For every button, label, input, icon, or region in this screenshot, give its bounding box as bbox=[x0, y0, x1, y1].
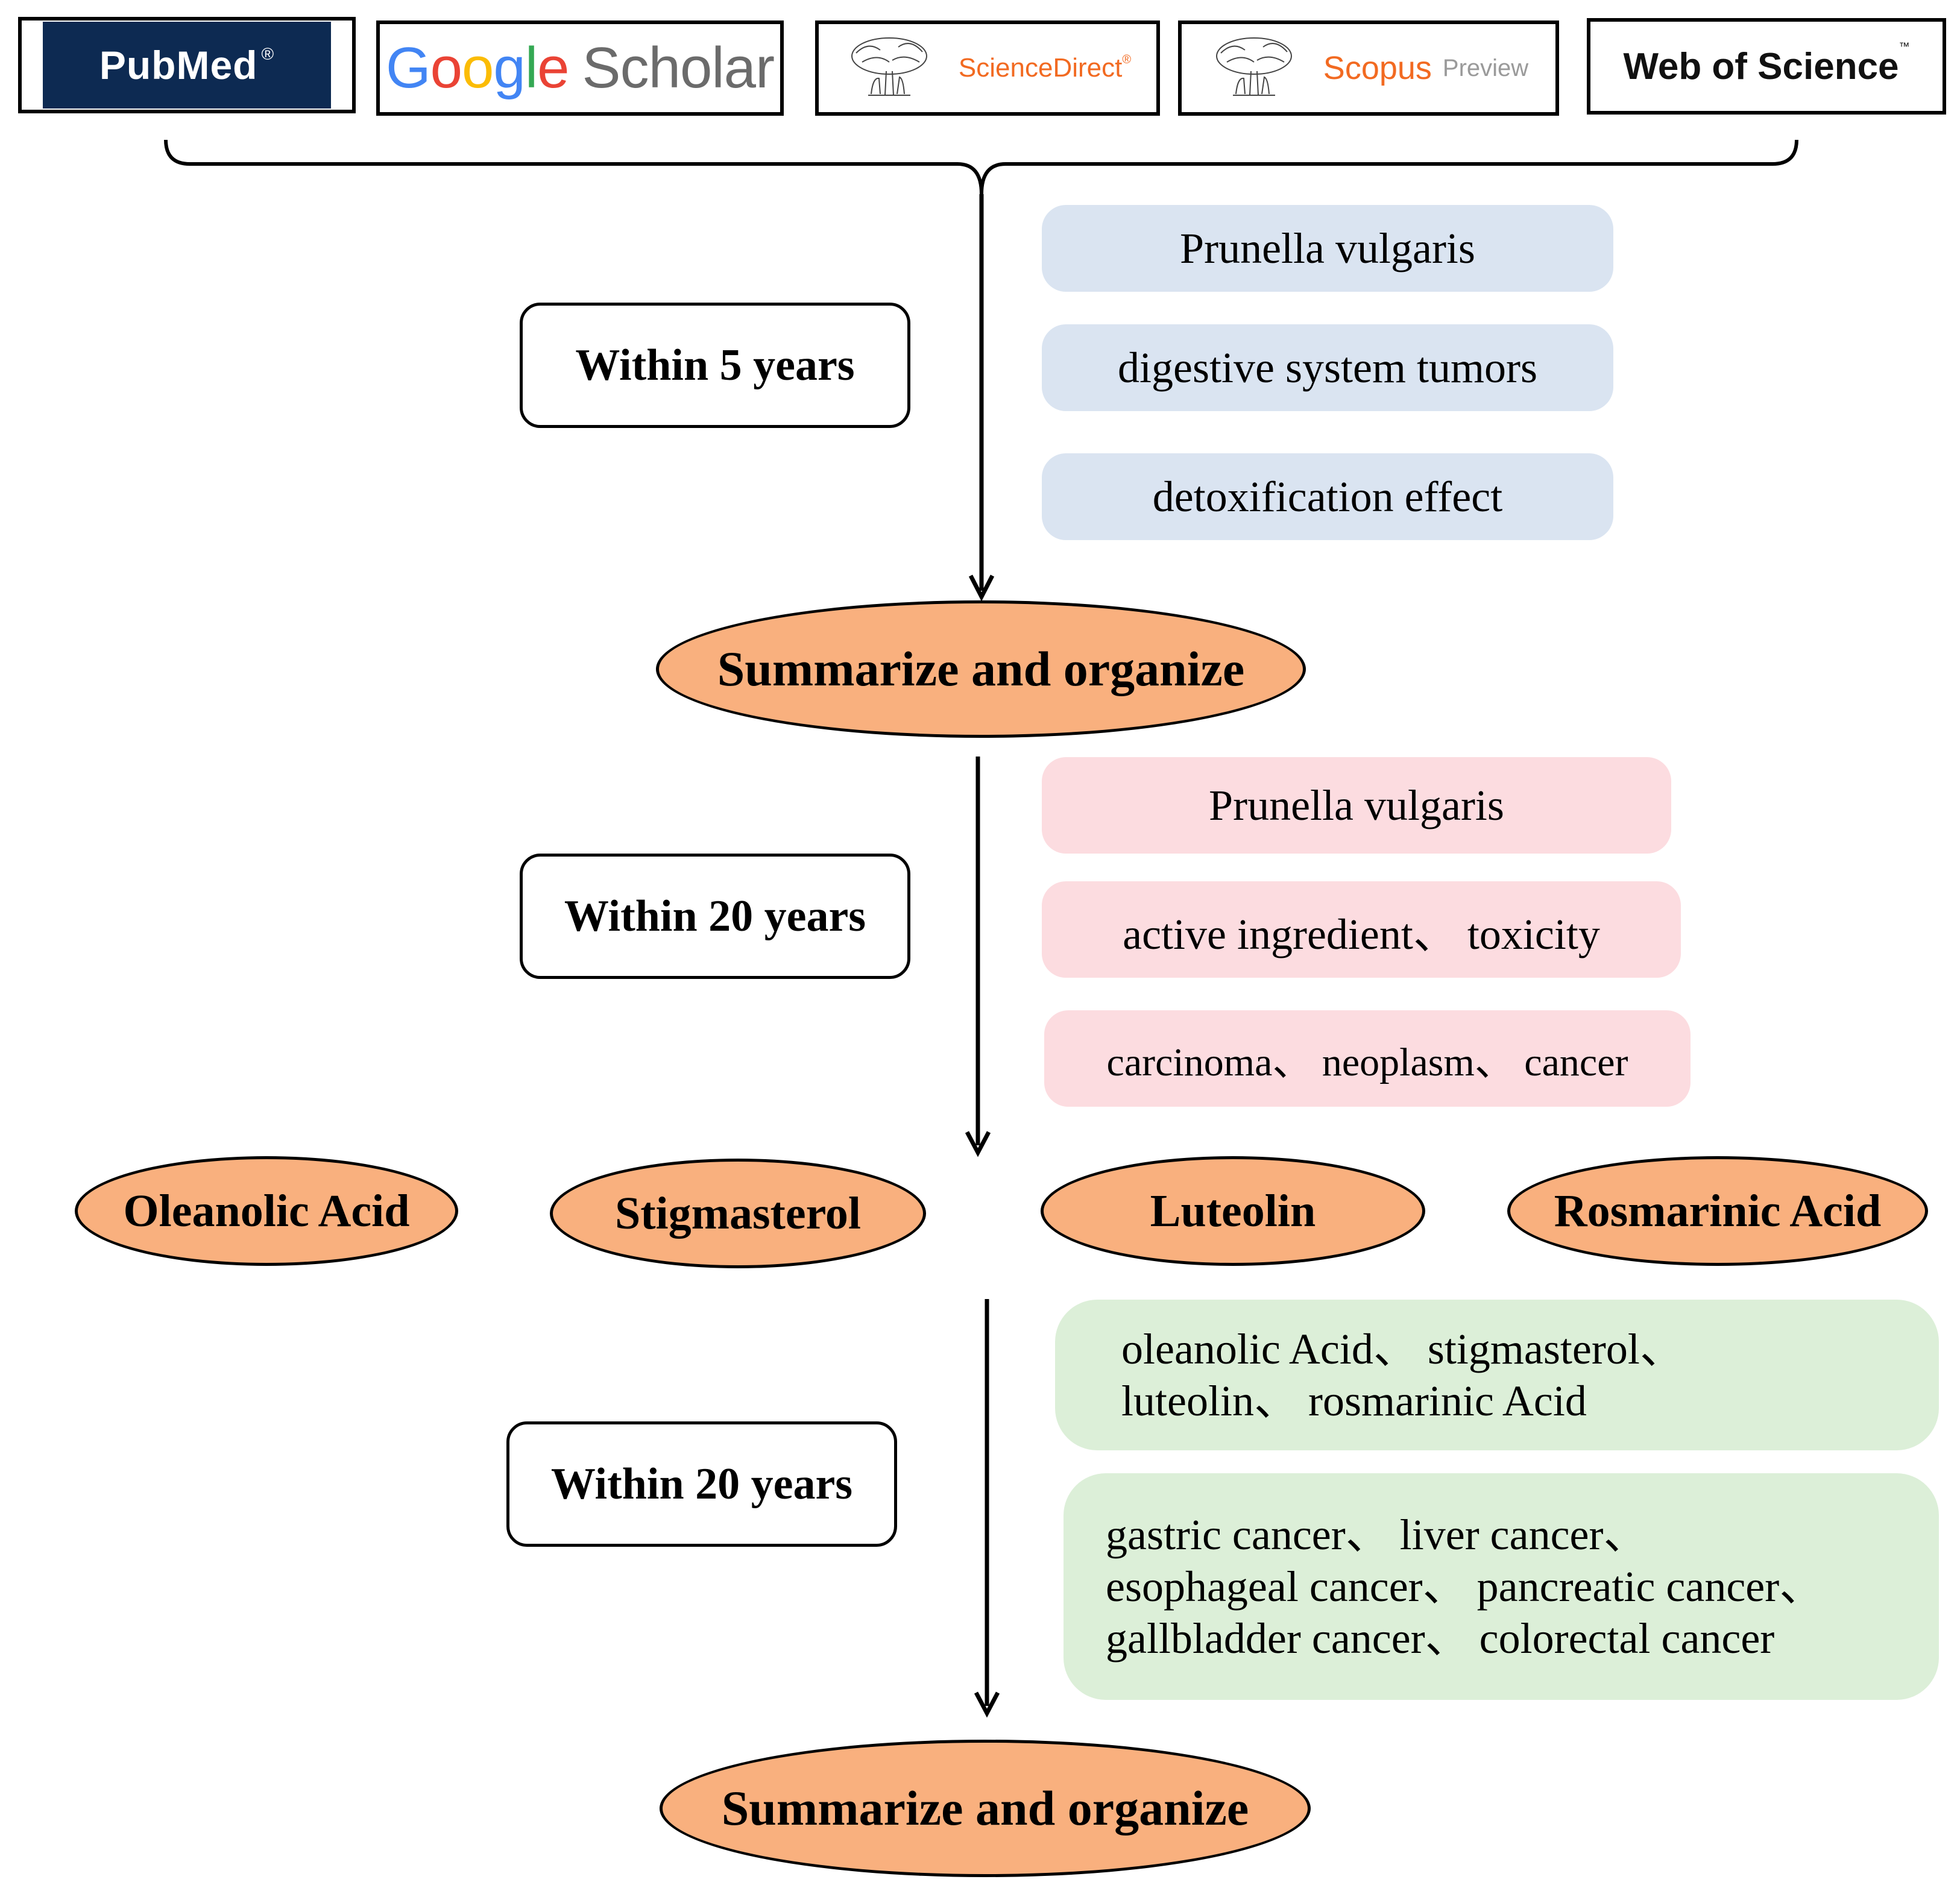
compound-label: Oleanolic Acid bbox=[123, 1185, 410, 1236]
keyword-label: Prunella vulgaris bbox=[1180, 224, 1475, 272]
pubmed-mark: ® bbox=[261, 45, 275, 63]
compound-label: Rosmarinic Acid bbox=[1554, 1185, 1882, 1236]
period-label-stage3: Within 20 years bbox=[550, 1459, 853, 1509]
compound-ellipse-1: Oleanolic Acid bbox=[75, 1156, 458, 1266]
period-label-stage2: Within 20 years bbox=[564, 891, 866, 941]
keyword-line: oleanolic Acid、 stigmasterol、 bbox=[1121, 1325, 1683, 1373]
keyword-box-stage2-2: active ingredient、 toxicity bbox=[1042, 881, 1681, 978]
keyword-line: luteolin、 rosmarinic Acid bbox=[1121, 1377, 1587, 1425]
compound-ellipse-2: Stigmasterol bbox=[550, 1159, 926, 1268]
keyword-line: gallbladder cancer、 colorectal cancer bbox=[1106, 1614, 1775, 1663]
keyword-box-stage3-cancers: gastric cancer、 liver cancer、 esophageal… bbox=[1064, 1473, 1939, 1700]
keyword-box-stage1-2: digestive system tumors bbox=[1042, 324, 1613, 411]
elsevier-tree-icon bbox=[843, 35, 934, 101]
arrow-stage3-head bbox=[974, 1691, 1000, 1718]
summarize-label: Summarize and organize bbox=[721, 1781, 1249, 1836]
keyword-label: carcinoma、 neoplasm、 cancer bbox=[1106, 1040, 1628, 1084]
scopus-label: Scopus bbox=[1323, 50, 1432, 86]
keyword-line: esophageal cancer、 pancreatic cancer、 bbox=[1106, 1562, 1823, 1611]
keyword-box-stage2-1: Prunella vulgaris bbox=[1042, 757, 1671, 854]
sciencedirect-logo: ScienceDirect® bbox=[815, 20, 1160, 116]
compound-ellipse-3: Luteolin bbox=[1041, 1156, 1425, 1266]
web-of-science-label: Web of Science bbox=[1623, 45, 1899, 87]
keyword-label: Prunella vulgaris bbox=[1209, 781, 1504, 829]
sciencedirect-mark: ® bbox=[1122, 52, 1132, 66]
web-of-science-mark: ™ bbox=[1899, 40, 1910, 52]
compound-label: Luteolin bbox=[1150, 1185, 1316, 1236]
period-box-stage1: Within 5 years bbox=[520, 303, 910, 428]
keyword-box-stage1-3: detoxification effect bbox=[1042, 453, 1613, 540]
summarize-ellipse-1: Summarize and organize bbox=[656, 600, 1306, 738]
sciencedirect-label: ScienceDirect bbox=[958, 53, 1123, 83]
period-label-stage1: Within 5 years bbox=[575, 340, 855, 390]
arrow-stage2-head bbox=[965, 1131, 991, 1157]
arrow-stage1-head bbox=[968, 574, 995, 602]
keyword-line: gastric cancer、 liver cancer、 bbox=[1106, 1511, 1647, 1559]
compound-ellipse-4: Rosmarinic Acid bbox=[1507, 1156, 1928, 1266]
keyword-label: digestive system tumors bbox=[1118, 343, 1537, 392]
database-brace bbox=[164, 139, 1798, 195]
pubmed-label: PubMed bbox=[99, 43, 258, 87]
keyword-label: detoxification effect bbox=[1152, 472, 1503, 521]
scholar-label: Scholar bbox=[582, 36, 775, 100]
scopus-preview-label: Preview bbox=[1442, 54, 1529, 81]
keyword-box-stage2-3: carcinoma、 neoplasm、 cancer bbox=[1044, 1010, 1691, 1107]
summarize-ellipse-2: Summarize and organize bbox=[660, 1740, 1311, 1877]
keyword-box-stage1-1: Prunella vulgaris bbox=[1042, 205, 1613, 292]
summarize-label: Summarize and organize bbox=[717, 641, 1245, 696]
keyword-label: active ingredient、 toxicity bbox=[1123, 910, 1600, 958]
keyword-box-stage3-compounds: oleanolic Acid、 stigmasterol、 luteolin、 … bbox=[1055, 1300, 1939, 1450]
period-box-stage2: Within 20 years bbox=[520, 854, 910, 979]
scopus-logo: Scopus Preview bbox=[1178, 20, 1559, 116]
pubmed-logo: PubMed® bbox=[18, 17, 356, 113]
period-box-stage3: Within 20 years bbox=[506, 1421, 897, 1547]
compound-label: Stigmasterol bbox=[614, 1188, 862, 1239]
elsevier-tree-icon-2 bbox=[1208, 35, 1299, 101]
